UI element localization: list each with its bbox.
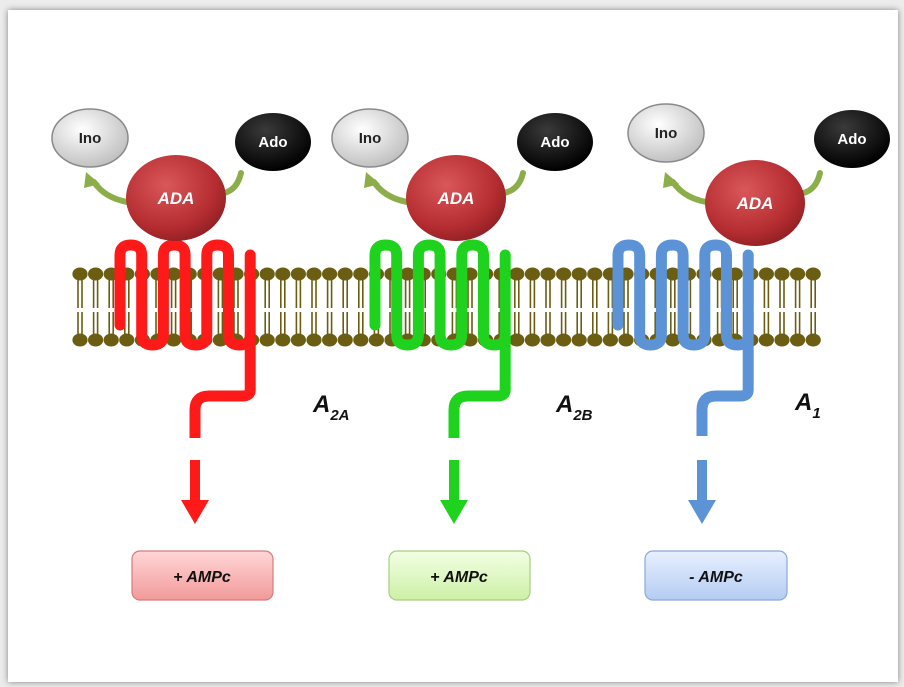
a2b-ada-label: ADA (437, 189, 475, 208)
a2a-ada-label: ADA (157, 189, 195, 208)
receptor-a1: Ino Ado ADA A1 - AMPc (612, 103, 890, 601)
a1-inosine-label: Ino (655, 125, 678, 142)
a2b-intracellular-tail (448, 335, 511, 438)
a2b-adenosine: Ado (517, 113, 593, 171)
a1-transmembrane-coil (612, 239, 754, 351)
a1-adenosine: Ado (814, 110, 890, 168)
a1-effect-box: - AMPc (644, 550, 788, 601)
a2b-signal-arrow (440, 460, 468, 524)
a2a-inosine-label: Ino (79, 130, 102, 147)
receptor-a2a: Ino Ado ADA A2A + AMPc (51, 108, 350, 601)
a2a-effect-label: + AMPc (173, 569, 231, 586)
a2a-transmembrane-coil (114, 239, 256, 351)
a1-ada-label: ADA (736, 194, 774, 213)
a2a-intracellular-tail (189, 335, 256, 438)
a1-adenosine-label: Ado (837, 131, 866, 148)
a2a-signal-arrow (181, 460, 209, 524)
a2a-effect-box: + AMPc (131, 550, 274, 601)
a2b-ada-enzyme: ADA (406, 155, 506, 241)
a2a-receptor-label: A2A (312, 391, 350, 424)
a1-ada-enzyme: ADA (705, 160, 805, 246)
a2a-ada-enzyme: ADA (126, 155, 226, 241)
a2a-adenosine-label: Ado (258, 134, 287, 151)
a2a-inosine: Ino (51, 108, 129, 168)
a2b-adenosine-label: Ado (540, 134, 569, 151)
a2b-transmembrane-coil (369, 239, 511, 351)
a2a-adenosine: Ado (235, 113, 311, 171)
a1-receptor-label: A1 (794, 389, 821, 422)
a2b-inosine-label: Ino (359, 130, 382, 147)
a2b-receptor-label: A2B (555, 391, 593, 424)
a1-intracellular-tail (696, 335, 754, 436)
a2b-inosine: Ino (331, 108, 409, 168)
a2b-effect-label: + AMPc (430, 569, 488, 586)
a2b-effect-box: + AMPc (388, 550, 531, 601)
a1-inosine: Ino (627, 103, 705, 163)
a1-signal-arrow (688, 460, 716, 524)
a1-effect-label: - AMPc (689, 569, 743, 586)
receptor-a2b: Ino Ado ADA A2B + AMPc (331, 108, 593, 601)
